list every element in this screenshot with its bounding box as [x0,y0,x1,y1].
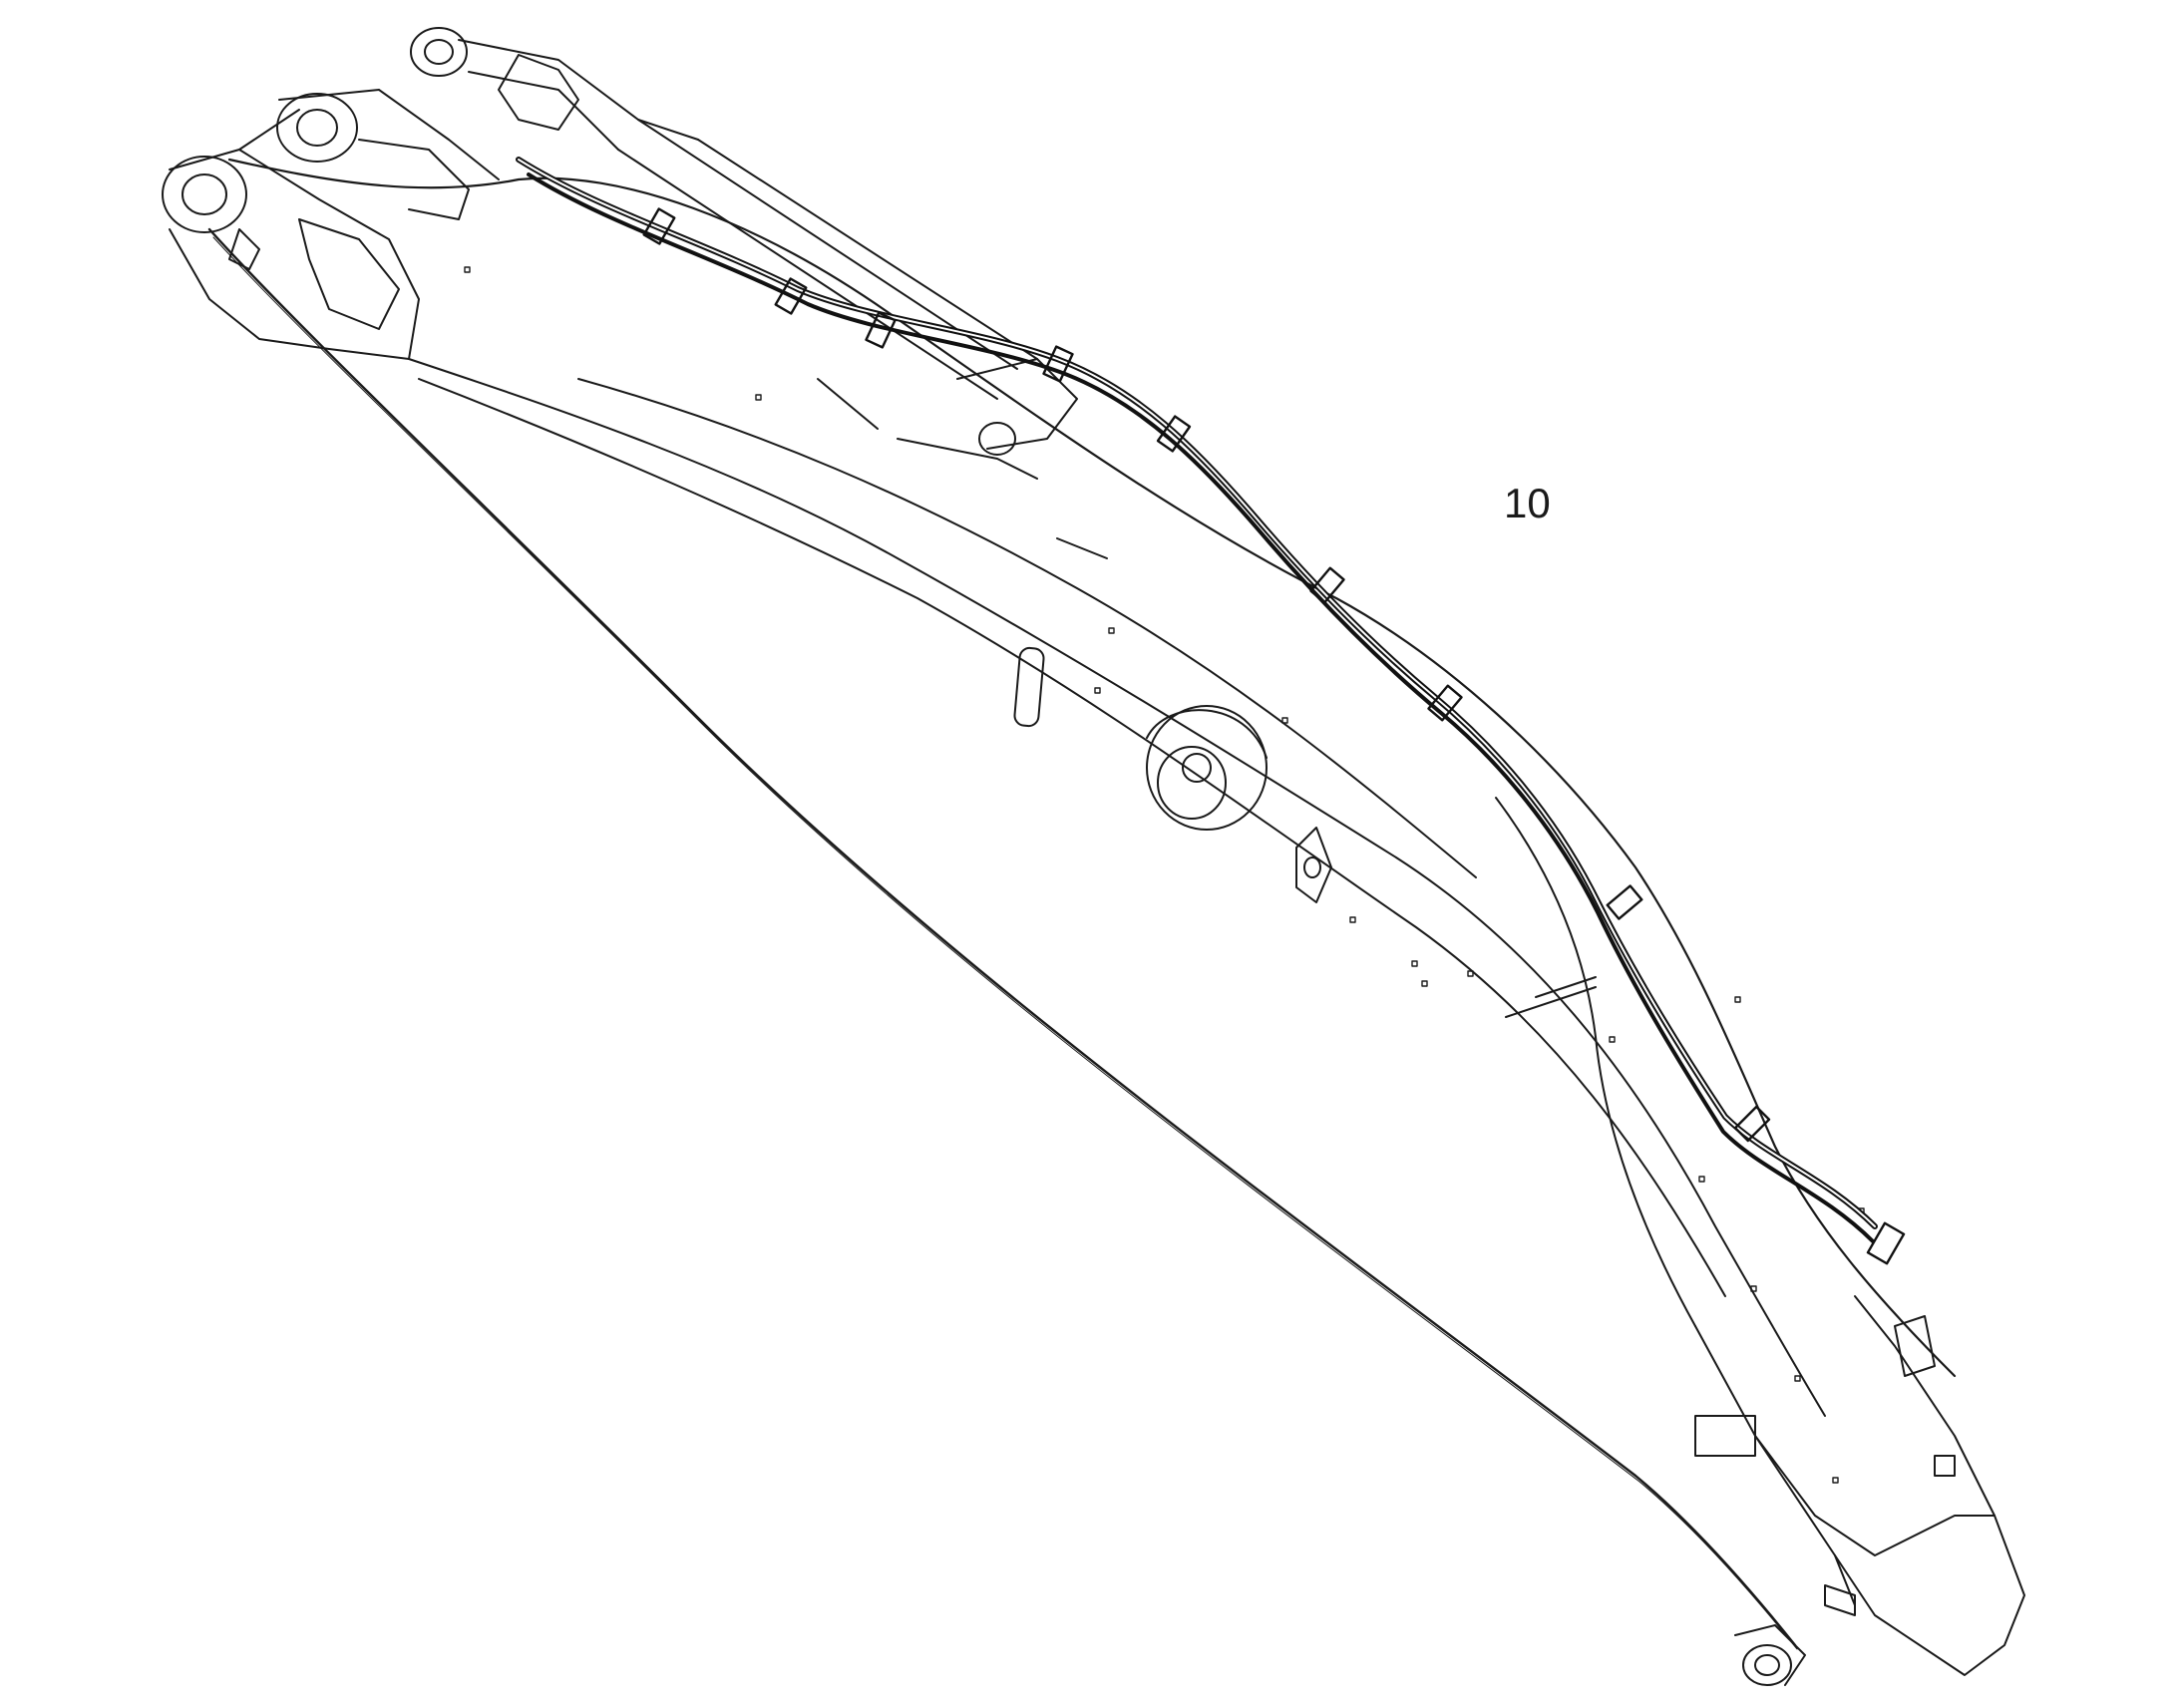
boom-foot [162,89,500,360]
lifting-eye [1295,827,1332,903]
bolt-marks [464,266,1865,1484]
end-brackets [1694,1315,1956,1616]
center-pivot-boss [1146,705,1268,831]
hose-clamps [642,207,1906,1265]
arm-cylinder [410,27,1038,400]
rod-end-bracket [897,358,1078,480]
part-callout-number: 10 [1504,480,1551,526]
hydraulic-hose-bundle [516,157,1906,1265]
slot-plate [1013,646,1045,728]
boom-end-pivot [1734,1624,1806,1686]
